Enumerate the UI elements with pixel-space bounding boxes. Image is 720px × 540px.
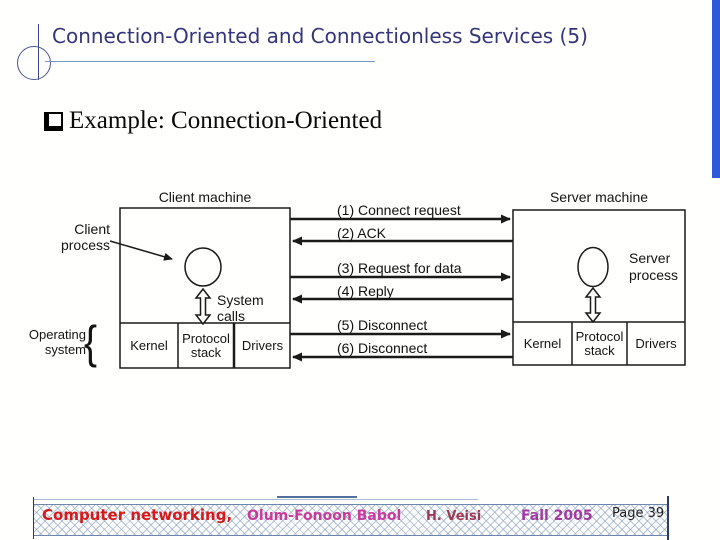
footer-bar — [33, 504, 668, 536]
bullet-text: Example: Connection-Oriented — [69, 107, 383, 134]
server-machine-label: Server machine — [549, 189, 649, 205]
operating-system-label: Operating system — [28, 327, 86, 357]
server-process-circle — [577, 246, 609, 288]
footer-term: Fall 2005 — [521, 508, 593, 524]
server-drivers-cell: Drivers — [635, 336, 677, 351]
footer-left-border — [33, 497, 34, 539]
client-process-pointer-arrow — [109, 240, 173, 261]
footer-author: H. Veisi — [426, 509, 482, 524]
title-underline — [45, 61, 375, 62]
page-title: Connection-Oriented and Connectionless S… — [52, 24, 588, 48]
client-machine-box — [119, 207, 291, 369]
footer-institute: Olum-Fonoon Babol — [247, 508, 402, 524]
system-calls-label: System calls — [217, 292, 264, 324]
client-process-circle — [184, 247, 222, 287]
operating-system-brace: { — [84, 316, 98, 368]
message-label-2: (2) ACK — [337, 225, 387, 241]
client-system-calls-arrow — [194, 287, 212, 326]
server-process-label: Server process — [629, 250, 679, 283]
message-label-5: (5) Disconnect — [337, 317, 428, 333]
client-drivers-cell: Drivers — [241, 338, 284, 353]
compass-circle-ornament — [17, 46, 51, 80]
client-process-label: Client process — [60, 221, 110, 253]
footer-course: Computer networking, — [42, 506, 233, 524]
footer-deco-line-short — [277, 496, 357, 498]
message-label-4: (4) Reply — [337, 283, 394, 299]
client-kernel-cell: Kernel — [130, 338, 168, 353]
footer-page-number: Page 39 — [612, 506, 665, 521]
right-accent-bar — [712, 0, 720, 178]
square-bullet-icon — [44, 112, 63, 131]
footer-deco-line — [33, 499, 478, 500]
client-protocol-stack-cell: Protocol stack — [182, 331, 230, 360]
message-label-6: (6) Disconnect — [337, 340, 428, 356]
server-protocol-stack-cell: Protocol stack — [575, 329, 624, 358]
client-machine-label: Client machine — [158, 189, 252, 205]
message-label-1: (1) Connect request — [337, 202, 461, 218]
message-label-3: (3) Request for data — [337, 260, 462, 276]
footer-right-border — [667, 496, 669, 540]
server-kernel-cell: Kernel — [523, 336, 562, 351]
bullet-row: Example: Connection-Oriented — [44, 106, 382, 136]
server-machine-box — [512, 209, 686, 366]
server-system-calls-arrow — [584, 286, 602, 324]
